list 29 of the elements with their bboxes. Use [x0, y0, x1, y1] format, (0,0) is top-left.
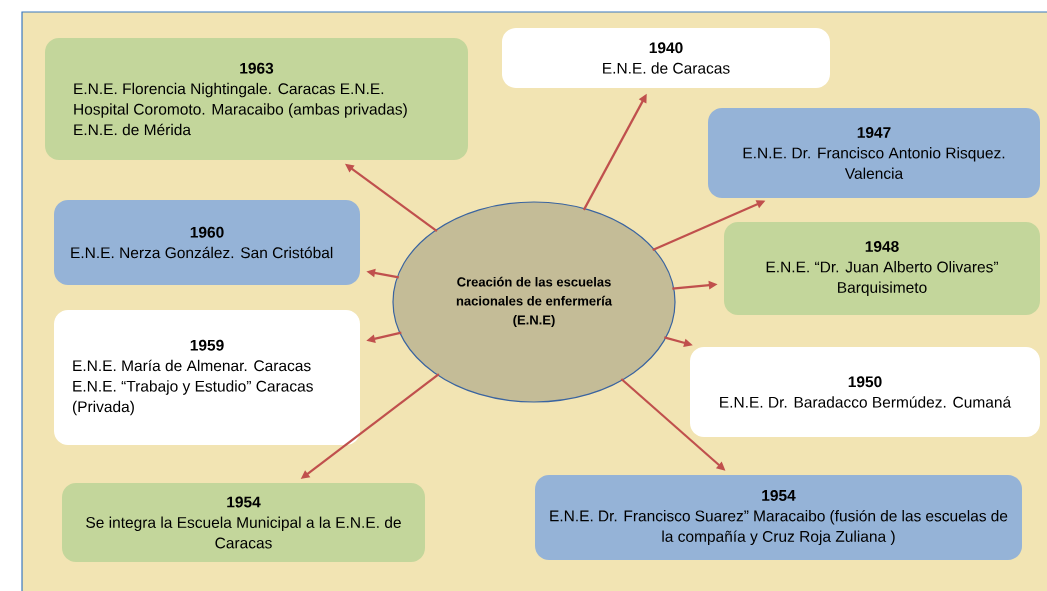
school-description: E.N.E. Dr. Francisco Suarez” Maracaibo (fusión de las escuelas de la compañía y Cruz Roja Zuliana ) [550, 509, 1008, 545]
school-box [45, 38, 468, 160]
school-description: E.N.E. “Dr. Juan Alberto Olivares” Barquisimeto [766, 261, 998, 296]
school-description: E.N.E. Dr. Baradacco Bermúdez. Cumaná [720, 396, 1012, 408]
school-description: E.N.E. Dr. Francisco Antonio Risquez. Valencia [743, 147, 1005, 179]
year-heading: 1948 [865, 240, 899, 252]
school-box [708, 108, 1040, 198]
school-description: Se integra la Escuela Municipal a la E.N.E. de Caracas [86, 516, 401, 549]
school-box [502, 28, 830, 88]
school-box [724, 222, 1040, 315]
year-heading: 1954 [762, 489, 796, 501]
school-box [535, 475, 1022, 560]
topic-ellipse [392, 201, 676, 403]
school-description: E.N.E. de Caracas [603, 62, 730, 74]
year-heading: 1954 [227, 496, 261, 508]
school-box [54, 310, 360, 445]
school-description: E.N.E. Nerza González. San Cristóbal [71, 246, 333, 259]
year-heading: 1959 [190, 339, 224, 351]
year-heading: 1963 [240, 62, 274, 74]
topic-text: Creación de las escuelas nacionales de enfermería (E.N.E) [456, 276, 613, 328]
school-box [62, 483, 425, 562]
year-heading: 1950 [848, 376, 882, 388]
school-description: E.N.E. Florencia Nightingale. Caracas E.N.E. Hospital Coromoto. Maracaibo (ambas privadas) E.N.E. de Mérida [74, 82, 407, 136]
year-heading: 1940 [649, 42, 683, 54]
school-box [54, 200, 360, 285]
year-heading: 1960 [190, 226, 224, 238]
school-box [690, 347, 1040, 437]
year-heading: 1947 [857, 127, 891, 138]
school-description: E.N.E. María de Almenar. Caracas E.N.E. “Trabajo y Estudio” Caracas (Privada) [72, 359, 313, 416]
